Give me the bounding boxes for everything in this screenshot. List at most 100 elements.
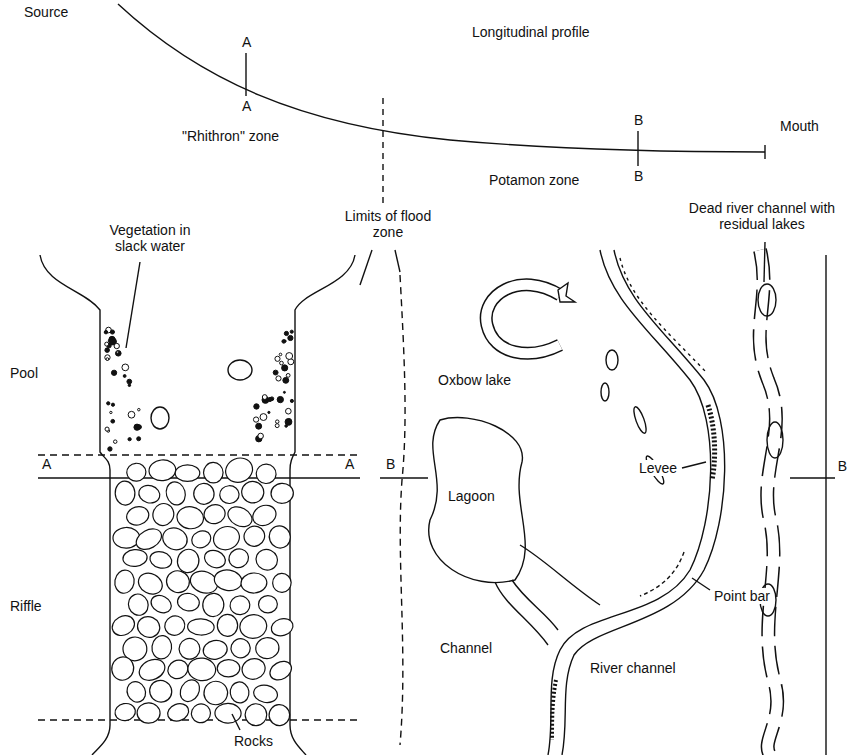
part-label: "Rhithron" zone bbox=[180, 128, 281, 144]
part-label: Mouth bbox=[778, 118, 821, 134]
vegetation-dots bbox=[104, 327, 294, 451]
vegetation-dot bbox=[286, 353, 293, 360]
rock bbox=[202, 502, 228, 526]
pool-riffle-boundary bbox=[38, 454, 362, 455]
boulder bbox=[228, 360, 252, 380]
rock bbox=[272, 573, 291, 593]
vegetation-dot bbox=[113, 440, 117, 444]
vegetation-dot bbox=[128, 438, 131, 441]
rock bbox=[270, 483, 294, 504]
rock bbox=[266, 523, 294, 552]
vegetation-dot bbox=[137, 437, 141, 441]
rock bbox=[217, 659, 240, 677]
vegetation-dot bbox=[286, 408, 292, 414]
rock bbox=[215, 703, 242, 723]
section-b-tick bbox=[637, 131, 638, 166]
rock bbox=[150, 500, 177, 528]
section-a-tick bbox=[245, 53, 246, 96]
rock bbox=[202, 592, 225, 617]
rock bbox=[228, 636, 253, 660]
rock bbox=[203, 462, 223, 483]
vegetation-dot bbox=[105, 348, 110, 353]
vegetation-dot bbox=[116, 351, 118, 353]
residual-lake bbox=[758, 284, 776, 316]
vegetation-dot bbox=[123, 375, 126, 378]
vegetation-dot bbox=[256, 423, 262, 429]
rock bbox=[151, 634, 173, 660]
rock bbox=[249, 502, 279, 530]
profile-curve bbox=[118, 4, 765, 152]
rock bbox=[252, 683, 279, 704]
levee-hatch bbox=[708, 405, 715, 480]
flood-zone-limit bbox=[400, 275, 405, 745]
vegetation-dot bbox=[116, 351, 122, 357]
rock bbox=[269, 616, 295, 639]
vegetation-dot bbox=[105, 427, 109, 431]
rock bbox=[229, 595, 250, 615]
part-label: Source bbox=[22, 4, 70, 20]
rock bbox=[126, 463, 146, 482]
rock bbox=[137, 483, 162, 506]
island bbox=[601, 383, 609, 401]
right-bank bbox=[290, 255, 355, 755]
part-label: Potamon zone bbox=[487, 172, 581, 188]
dead-river-channel-fill bbox=[760, 250, 778, 755]
vegetation-dot bbox=[282, 365, 288, 371]
vegetation-dot bbox=[108, 447, 112, 451]
vegetation-dot bbox=[122, 364, 129, 371]
vegetation-dot bbox=[105, 342, 109, 346]
rock bbox=[175, 465, 200, 482]
vegetation-dot bbox=[275, 424, 279, 428]
part-label: B bbox=[632, 168, 645, 184]
rock bbox=[136, 655, 168, 684]
rock bbox=[164, 480, 188, 508]
rock bbox=[124, 679, 149, 705]
part-label: Longitudinal profile bbox=[470, 24, 592, 40]
section-a-line bbox=[38, 477, 360, 478]
dead-river-channel bbox=[760, 250, 778, 755]
vegetation-dot bbox=[110, 411, 112, 413]
levee-dashes bbox=[620, 258, 706, 372]
vegetation-dot bbox=[114, 343, 119, 348]
rock bbox=[115, 481, 136, 506]
island bbox=[631, 405, 648, 434]
vegetation-dot bbox=[286, 373, 290, 377]
rock bbox=[175, 505, 205, 531]
rock bbox=[202, 547, 228, 571]
vegetation-dot bbox=[111, 419, 115, 423]
vegetation-dot bbox=[276, 420, 279, 423]
part-label: B bbox=[632, 112, 645, 128]
vegetation-dot bbox=[137, 425, 141, 429]
rock bbox=[109, 612, 138, 639]
part-label: Point bar bbox=[712, 588, 772, 604]
zone-divider bbox=[382, 98, 383, 215]
vegetation-dot bbox=[283, 391, 285, 393]
rock bbox=[189, 528, 214, 551]
left-bank bbox=[40, 255, 110, 755]
riffle-rocks bbox=[109, 454, 295, 726]
flood-limit-leader bbox=[360, 250, 372, 285]
rock bbox=[255, 636, 281, 660]
rock bbox=[125, 591, 151, 618]
part-label: Pool bbox=[8, 365, 40, 381]
vegetation-dot bbox=[276, 376, 281, 381]
vegetation-dot bbox=[285, 425, 288, 428]
vegetation-dot bbox=[107, 402, 110, 405]
vegetation-dot bbox=[138, 408, 140, 410]
flood-limit-leader bbox=[395, 250, 400, 272]
vegetation-dot bbox=[290, 330, 293, 333]
rock bbox=[268, 704, 290, 726]
rock bbox=[256, 464, 277, 484]
rock bbox=[164, 568, 192, 595]
rock bbox=[239, 613, 269, 640]
rock bbox=[202, 639, 229, 662]
section-b-line bbox=[380, 477, 428, 478]
part-label: Dead river channel with residual lakes bbox=[680, 200, 844, 232]
part-label: A bbox=[240, 34, 253, 50]
leader-line bbox=[682, 462, 706, 468]
part-label: Riffle bbox=[8, 598, 44, 614]
rock bbox=[240, 480, 265, 505]
part-label: B bbox=[384, 456, 397, 472]
vegetation-dot bbox=[283, 377, 289, 383]
